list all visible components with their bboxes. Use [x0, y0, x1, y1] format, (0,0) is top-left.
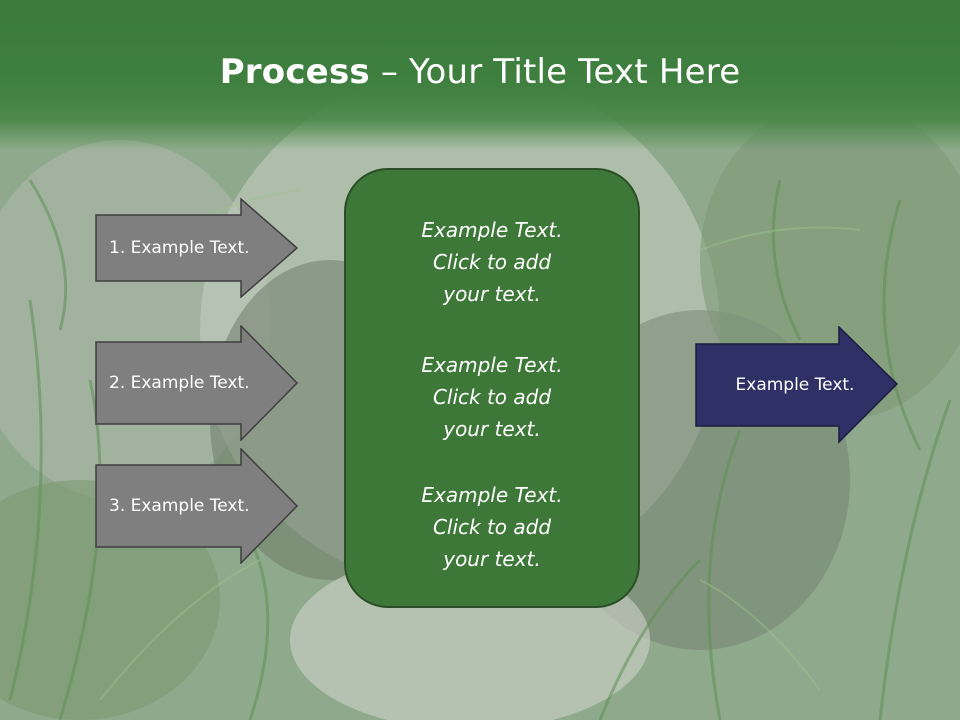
- left-arrow-2-label: 2. Example Text.: [109, 373, 250, 393]
- left-arrow-1[interactable]: 1. Example Text.: [95, 198, 299, 298]
- panel-block-3-line2: Click to add: [432, 515, 552, 539]
- panel-block-3-line1: Example Text.: [421, 483, 563, 507]
- panel-block-3-line3: your text.: [443, 547, 541, 571]
- left-arrow-1-shape: [95, 198, 299, 298]
- left-arrow-3-label: 3. Example Text.: [109, 496, 250, 516]
- right-arrow[interactable]: Example Text.: [695, 326, 899, 444]
- panel-block-3: Example Text. Click to add your text.: [346, 479, 638, 575]
- slide-title-bold: Process: [219, 52, 370, 92]
- left-arrow-3[interactable]: 3. Example Text.: [95, 448, 299, 564]
- left-arrow-2-shape: [95, 325, 299, 441]
- panel-block-2-line2: Click to add: [432, 385, 552, 409]
- right-arrow-shape: [695, 326, 899, 444]
- slide-title[interactable]: Process – Your Title Text Here: [0, 52, 960, 92]
- header-bar: [0, 0, 960, 150]
- panel-block-2-line1: Example Text.: [421, 353, 563, 377]
- slide-title-rest: – Your Title Text Here: [369, 52, 741, 92]
- panel-block-1-line2: Click to add: [432, 250, 552, 274]
- left-arrow-1-label: 1. Example Text.: [109, 238, 250, 258]
- left-arrow-2[interactable]: 2. Example Text.: [95, 325, 299, 441]
- center-text-panel[interactable]: Example Text. Click to add your text. Ex…: [344, 168, 640, 608]
- panel-block-2-line3: your text.: [443, 417, 541, 441]
- right-arrow-label: Example Text.: [735, 375, 855, 395]
- left-arrow-3-shape: [95, 448, 299, 564]
- panel-block-1-line3: your text.: [443, 282, 541, 306]
- panel-block-2: Example Text. Click to add your text.: [346, 349, 638, 445]
- panel-block-1-line1: Example Text.: [421, 218, 563, 242]
- panel-block-1: Example Text. Click to add your text.: [346, 214, 638, 310]
